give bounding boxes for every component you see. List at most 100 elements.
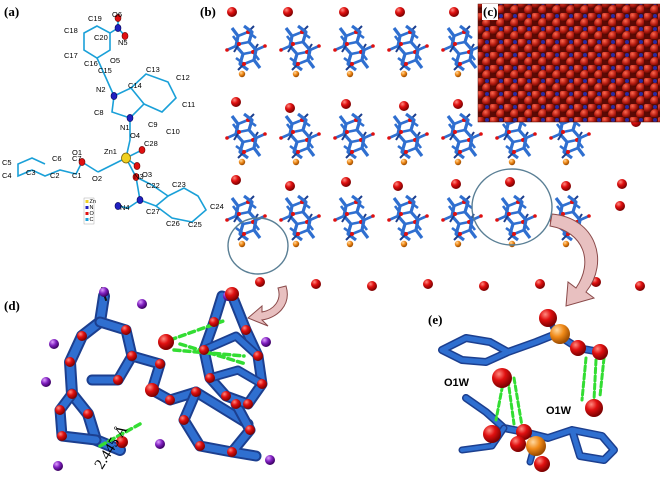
water-oxygen [341, 99, 351, 109]
atom-label: C10 [166, 127, 180, 136]
atom-label: C14 [128, 81, 142, 90]
atom-label: C22 [146, 181, 160, 190]
atom-label: C23 [172, 180, 186, 189]
oxygen-atom [241, 325, 251, 335]
oxygen-atom [165, 395, 175, 405]
zinc-atom [346, 240, 354, 248]
atom-label: C3 [26, 168, 36, 177]
atom-label: C11 [182, 100, 195, 109]
atom-label: C5 [2, 158, 12, 167]
atom-label: C18 [64, 26, 78, 35]
legend-o-label: O [90, 211, 95, 217]
zoom-arrow-left [247, 285, 288, 327]
oxygen-ellipsoid [138, 146, 146, 154]
oxygen-atom [221, 391, 231, 401]
zinc-atom [400, 70, 408, 78]
nitrogen-atom [41, 377, 51, 387]
atom-label: O6 [112, 10, 122, 19]
water-oxygen [423, 279, 433, 289]
atom-label: C7 [72, 154, 82, 163]
panel-label-e: (e) [428, 312, 443, 327]
oxygen-atom [179, 415, 189, 425]
water-oxygen [561, 181, 571, 191]
oxygen-ellipsoid [132, 173, 140, 181]
oxygen-atom [195, 441, 205, 451]
zinc-atom [550, 324, 570, 344]
atom-label: N5 [118, 38, 128, 47]
water-oxygen [339, 7, 349, 17]
nitrogen-ellipsoid [110, 92, 118, 100]
oxygen-atom [510, 436, 526, 452]
water-oxygen [285, 181, 295, 191]
oxygen-atom [199, 345, 209, 355]
oxygen-ellipsoid [114, 14, 122, 22]
water-oxygen [615, 201, 625, 211]
oxygen-atom [57, 431, 67, 441]
atom-label: N2 [96, 85, 106, 94]
atom-label: C1 [72, 171, 82, 180]
water-oxygen [311, 279, 321, 289]
oxygen-atom [227, 447, 237, 457]
oxygen-atom [65, 357, 75, 367]
water-oxygen [283, 7, 293, 17]
oxygen-atom [257, 379, 267, 389]
legend-c-label: C [90, 217, 94, 223]
zinc-atom [454, 70, 462, 78]
zinc-atom [400, 158, 408, 166]
zinc-atom [346, 158, 354, 166]
atom-label: C4 [2, 171, 12, 180]
panel-c-spacefill [477, 3, 660, 123]
water-label-right: O1W [546, 405, 572, 417]
water-oxygen [231, 175, 241, 185]
nitrogen-atom [49, 339, 59, 349]
zinc-atom [238, 240, 246, 248]
atom-label: Zn1 [104, 147, 117, 156]
atom-label: C16 [84, 59, 98, 68]
atom-label: C6 [52, 154, 62, 163]
panel-d-closeup [54, 287, 268, 462]
atom-label: C27 [146, 207, 160, 216]
oxygen-atom [539, 309, 557, 327]
panel-label-d: (d) [4, 298, 20, 313]
water-oxygen [255, 277, 265, 287]
zinc-atom [292, 158, 300, 166]
panel-label-b: (b) [200, 4, 216, 19]
oxygen-atom [191, 387, 201, 397]
nitrogen-atom [99, 287, 109, 297]
carboxyl-oxygen [158, 334, 174, 350]
oxygen-atom [570, 340, 586, 356]
nitrogen-atom [53, 461, 63, 471]
oxygen-atom [127, 351, 137, 361]
oxygen-atom [55, 405, 65, 415]
legend-o-swatch [85, 212, 89, 215]
nitrogen-atom [261, 337, 271, 347]
atom-label: O3 [142, 170, 152, 179]
atom-label: C26 [166, 219, 180, 228]
atom-label: N1 [120, 123, 130, 132]
water-oxygen [585, 399, 603, 417]
oxygen-ellipsoid [133, 162, 141, 170]
panel-label-a: (a) [4, 4, 20, 19]
oxygen-atom [245, 425, 255, 435]
atom-label: C28 [144, 139, 158, 148]
legend-c-swatch [85, 218, 89, 221]
nitrogen-atom [155, 439, 165, 449]
oxygen-atom [121, 325, 131, 335]
water-oxygen [393, 181, 403, 191]
oxygen-atom [113, 375, 123, 385]
atom-label: C25 [188, 220, 202, 229]
water-oxygen [617, 179, 627, 189]
zinc-atom [238, 70, 246, 78]
panel-a-molecule [17, 18, 208, 223]
zinc-atom [508, 240, 516, 248]
atom-label: N4 [120, 203, 130, 212]
water-oxygen [285, 103, 295, 113]
water-oxygen [399, 101, 409, 111]
atom-label: C2 [50, 171, 60, 180]
atom-label: C20 [94, 33, 108, 42]
zinc-atom [292, 240, 300, 248]
water-oxygen [635, 281, 645, 291]
zinc-atom [346, 70, 354, 78]
water-oxygen [341, 177, 351, 187]
